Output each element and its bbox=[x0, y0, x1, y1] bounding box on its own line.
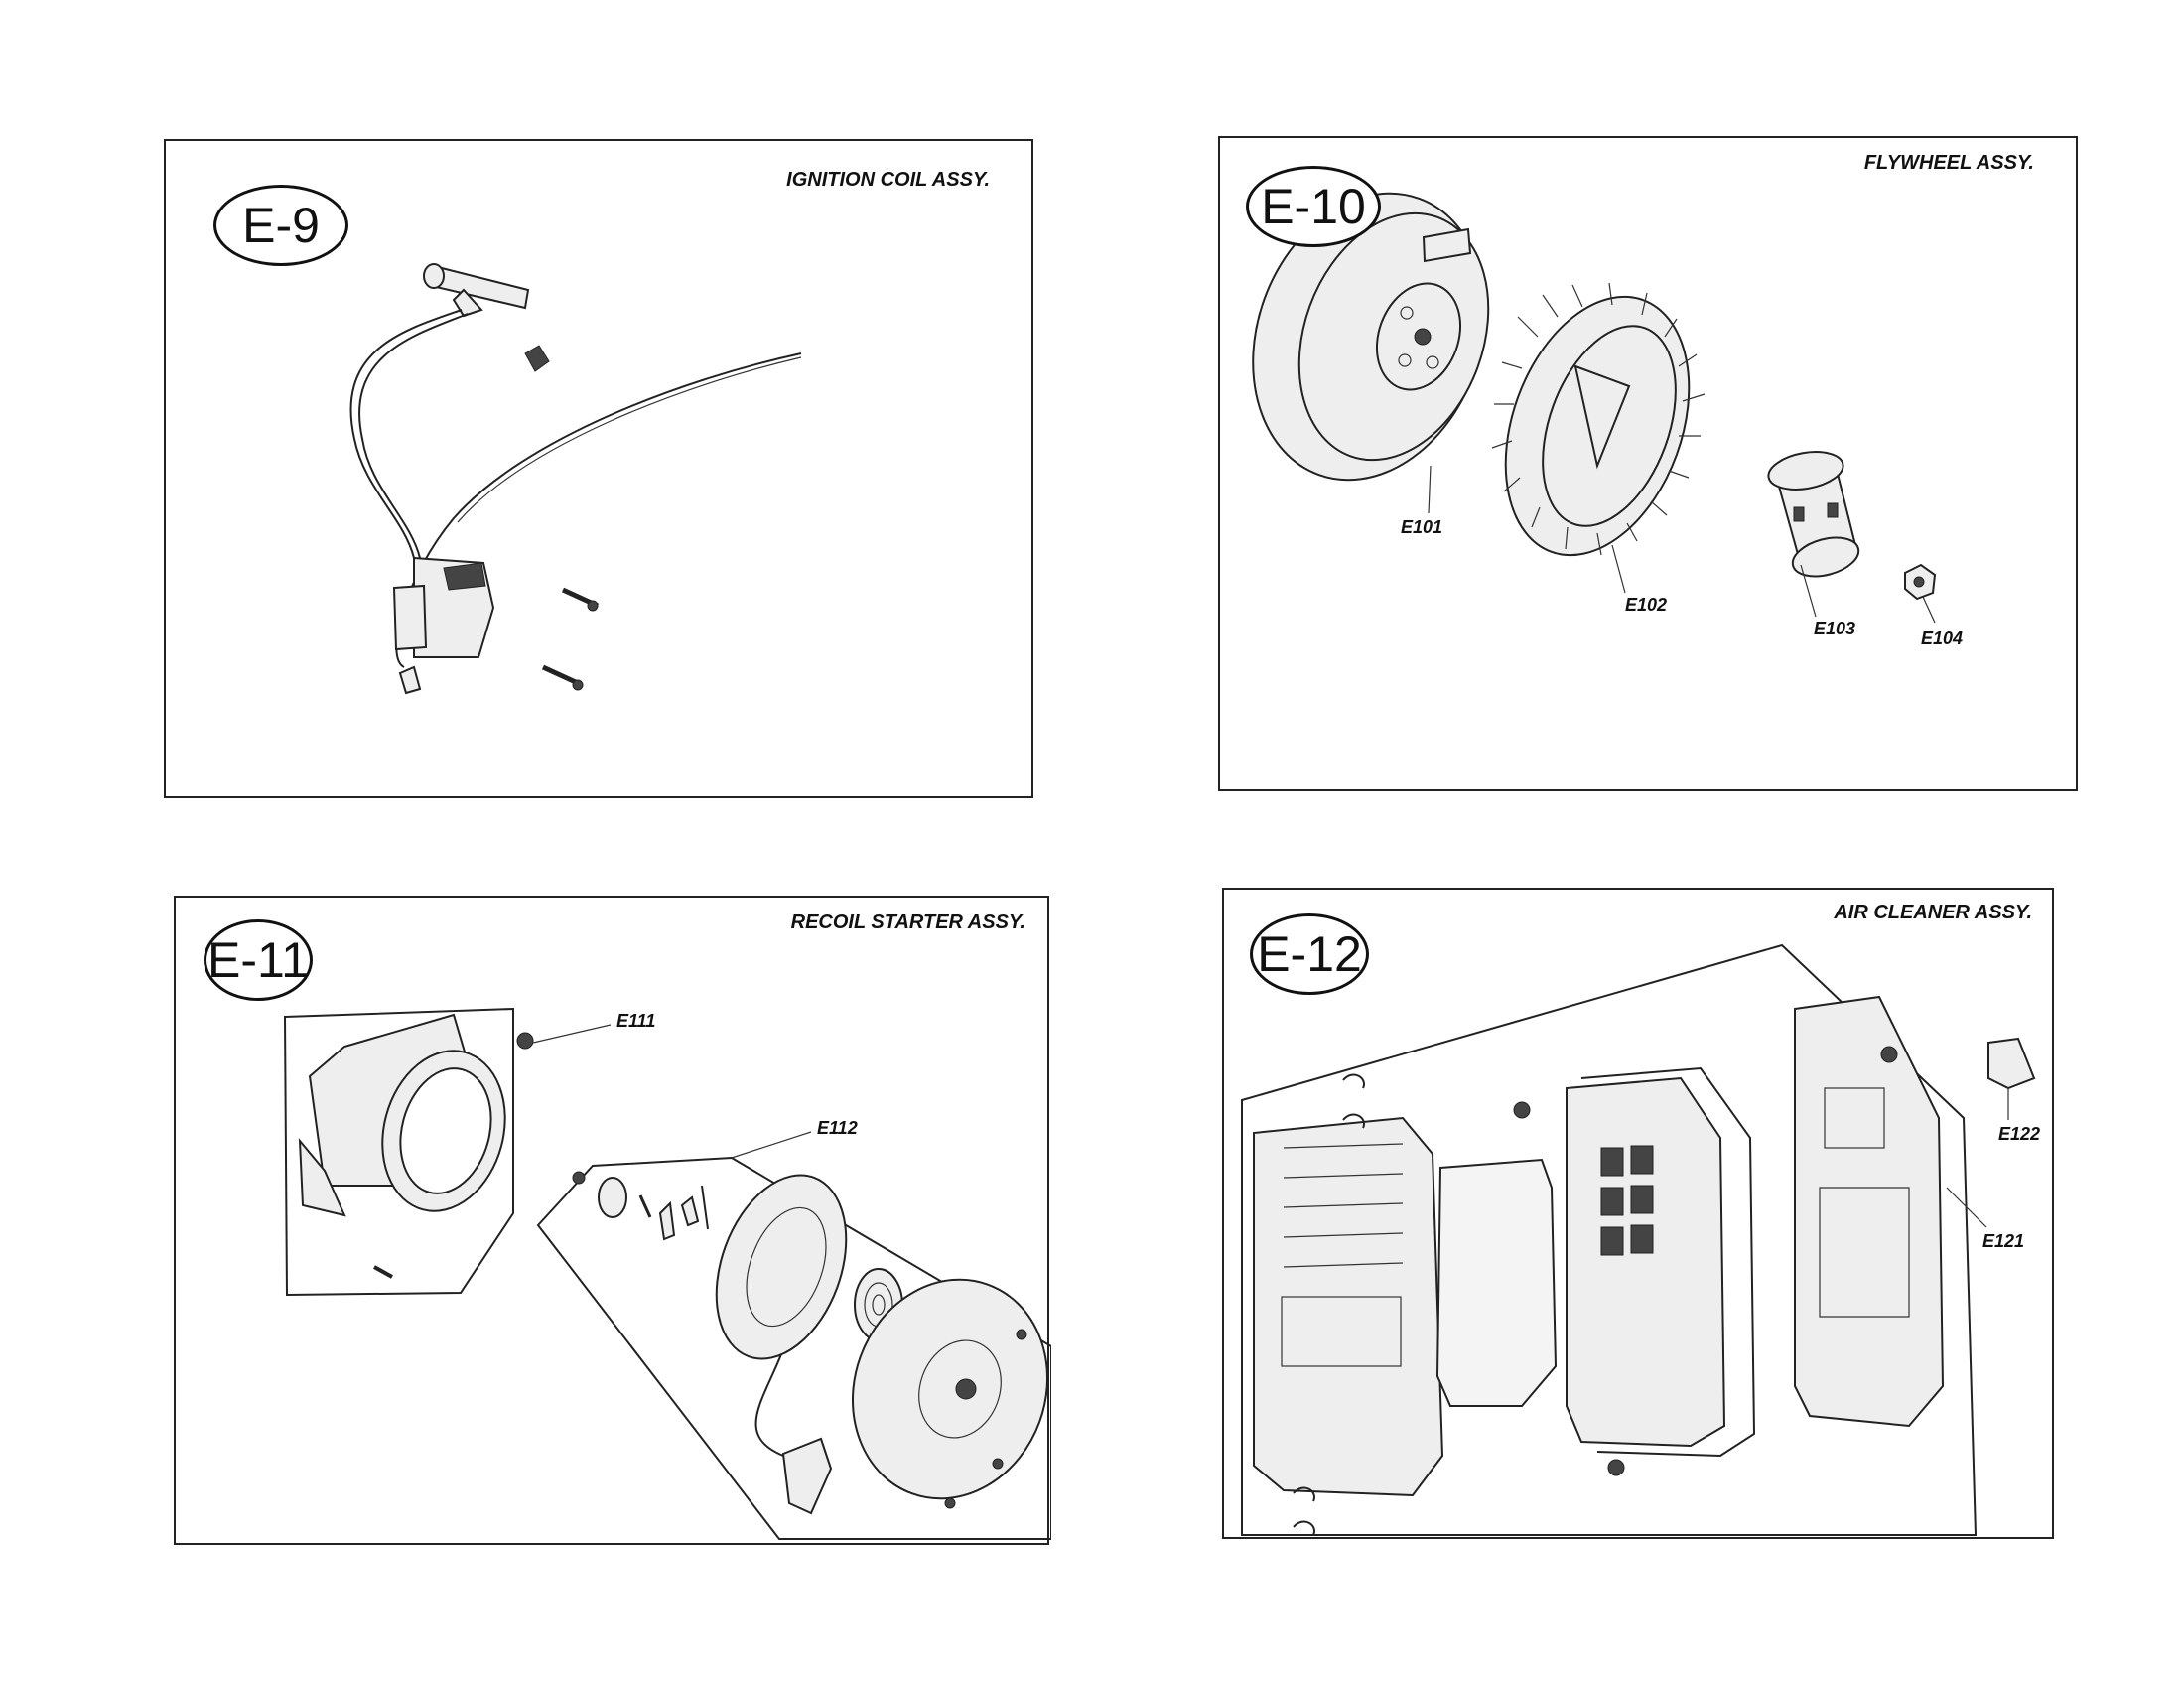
recoil-starter-drawing bbox=[283, 1007, 1051, 1540]
part-label-e104: E104 bbox=[1921, 629, 1964, 648]
panel-title: FLYWHEEL ASSY. bbox=[1863, 152, 2034, 174]
panel-title: IGNITION COIL ASSY. bbox=[786, 169, 990, 191]
panel-badge: E-11 bbox=[204, 919, 313, 1001]
part-label-e101: E101 bbox=[1401, 517, 1443, 537]
flywheel-drawing bbox=[1252, 192, 1937, 624]
part-label-e102: E102 bbox=[1625, 595, 1668, 615]
panel-badge: E-10 bbox=[1246, 166, 1381, 247]
part-label-e112: E112 bbox=[817, 1118, 858, 1138]
panel-badge: E-12 bbox=[1250, 913, 1369, 995]
panel-ignition-coil: E-9 IGNITION COIL ASSY. bbox=[164, 139, 1033, 798]
part-label-e122: E122 bbox=[1998, 1124, 2041, 1144]
panel-title: AIR CLEANER ASSY. bbox=[1834, 902, 2032, 923]
panel-air-cleaner: E-12 AIR CLEANER ASSY. E122 E121 bbox=[1222, 888, 2054, 1539]
fan-blades bbox=[1491, 282, 1706, 556]
air-cleaner-drawing bbox=[1241, 943, 2036, 1536]
panel-title: RECOIL STARTER ASSY. bbox=[790, 912, 1025, 933]
part-label-e111: E111 bbox=[616, 1011, 656, 1031]
panel-flywheel: E-10 FLYWHEEL ASSY. E101 E102 E103 E104 bbox=[1218, 136, 2078, 791]
part-label-e121: E121 bbox=[1982, 1231, 2025, 1251]
panel-badge: E-9 bbox=[213, 185, 348, 266]
ignition-coil-drawing bbox=[349, 263, 802, 695]
panel-recoil-starter: E-11 RECOIL STARTER ASSY. E111 E112 bbox=[174, 896, 1051, 1545]
part-label-e103: E103 bbox=[1814, 619, 1856, 638]
